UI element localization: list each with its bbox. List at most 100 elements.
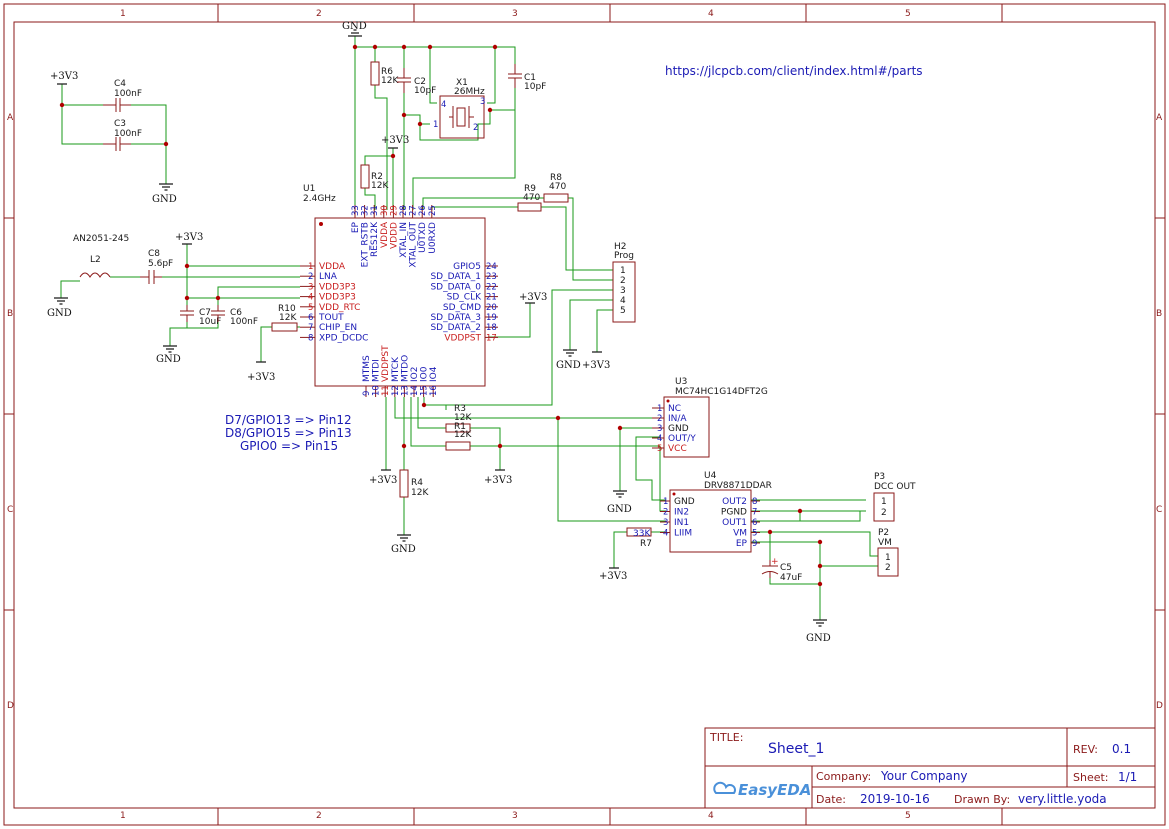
u1-pin-name: U0TXD [418, 222, 428, 253]
easyeda-logo-icon [713, 781, 736, 794]
p2-value: VM [878, 538, 892, 548]
u1-pin-name: SD_CMD [443, 303, 481, 313]
p2-pin-1: 1 [885, 553, 891, 563]
company-label: Company: [816, 770, 871, 783]
c4-ref: C4 [114, 79, 126, 89]
u4-pin-num: 9 [752, 539, 757, 549]
vcc-label: +3V3 [599, 571, 627, 582]
capacitor-c5: + C5 47uF [761, 557, 802, 583]
c6-value: 100nF [230, 317, 258, 327]
resistor-r8: R8 470 [543, 173, 569, 203]
r10-value: 12K [279, 313, 297, 323]
p3-value: DCC OUT [874, 482, 916, 492]
resistor-r4: R4 12K [399, 469, 429, 498]
p2-pin-2: 2 [885, 563, 891, 573]
u3-ref: U3 [675, 377, 687, 387]
border-row-left: D [7, 701, 14, 711]
u4-pin-num: 6 [752, 518, 757, 528]
r7-ref: R7 [640, 539, 652, 549]
border-col-top: 3 [512, 9, 518, 19]
u1-pin-name: VDD3P3 [319, 282, 356, 292]
u1-pin-num: 2 [308, 272, 313, 282]
resistor-r7: 33K R7 [626, 527, 652, 549]
r3-value: 12K [454, 413, 472, 423]
u1-pin-num: 20 [486, 303, 497, 313]
u4-pin-name: LIIM [674, 529, 692, 539]
u1-pin-num: 16 [429, 385, 439, 396]
border-col-bottom: 2 [316, 811, 322, 821]
p2-ref: P2 [878, 528, 889, 538]
u1-pin-name: LNA [319, 272, 338, 282]
u4-ref: U4 [704, 471, 717, 481]
u1-pin-name: SD_CLK [447, 293, 482, 303]
u1-pin-num: 27 [409, 205, 419, 216]
u1-pin-num: 22 [486, 282, 497, 292]
c8-ref: C8 [148, 249, 160, 259]
resistor-r6: R6 12K [370, 61, 399, 86]
u1-pin-num: 21 [486, 293, 497, 303]
c8-value: 5.6pF [148, 259, 173, 269]
u1-pin-num: 5 [308, 303, 313, 313]
c2-value: 10pF [414, 86, 436, 96]
u1-pin-num: 25 [428, 205, 438, 216]
u1-pin-num: 29 [389, 205, 399, 216]
u1-pin-name: SD_DATA_2 [430, 323, 481, 333]
r7-value: 33K [633, 529, 651, 539]
parts-url-note[interactable]: https://jlcpcb.com/client/index.html#/pa… [665, 64, 923, 78]
h2-pin-num: 3 [620, 286, 626, 296]
u3-pin-num: 5 [657, 444, 662, 454]
capacitor-c3: C3 100nF [103, 119, 142, 151]
x1-ref: X1 [456, 78, 468, 88]
c1-ref: C1 [524, 73, 536, 83]
capacitor-c8: C8 5.6pF [140, 249, 173, 284]
u1-pin-name: VDDD [389, 222, 399, 249]
border-row-left: A [7, 113, 14, 123]
gnd-label: GND [391, 544, 416, 555]
u1-pin-num: 6 [308, 313, 313, 323]
u1-pin-name: VDD3P3 [319, 293, 356, 303]
c3-ref: C3 [114, 119, 126, 129]
c3-value: 100nF [114, 129, 142, 139]
c4-value: 100nF [114, 89, 142, 99]
r6-ref: R6 [381, 67, 393, 77]
r6-value: 12K [381, 76, 399, 86]
u1-pin-name: VDDPST [381, 345, 391, 382]
c7-ref: C7 [199, 308, 211, 318]
u1-pin-num: 31 [370, 205, 380, 216]
title-block: TITLE: Sheet_1 REV: 0.1 Company: Your Co… [704, 727, 1156, 809]
u1-pin-num: 8 [308, 333, 313, 343]
resistor-r1: R1 12K [445, 422, 472, 451]
gnd-label: GND [806, 633, 831, 644]
border-col-bottom: 3 [512, 811, 518, 821]
r9-value: 470 [523, 193, 540, 203]
u1-pin-name: GPIO5 [453, 262, 481, 272]
vcc-label: +3V3 [484, 475, 512, 486]
border-col-top: 1 [120, 9, 126, 19]
r8-value: 470 [549, 182, 566, 192]
u1-pin-num: 24 [486, 262, 497, 272]
border-col-bottom: 1 [120, 811, 126, 821]
u1-pin-name: MTCK [391, 356, 401, 382]
r8-ref: R8 [550, 173, 562, 183]
u1-pin-name: CHIP_EN [319, 323, 357, 333]
u1-pin-name: VDDPST [444, 333, 481, 343]
u3-pin-num: 4 [657, 434, 662, 444]
border-row-right: B [1156, 309, 1162, 319]
border-col-bottom: 5 [905, 811, 911, 821]
u1-pin-num: 3 [308, 282, 313, 292]
u3-pin-num: 1 [657, 404, 662, 414]
u4-value: DRV8871DDAR [704, 481, 772, 491]
gnd-label: GND [156, 354, 181, 365]
u1-pin-num: 1 [308, 262, 313, 272]
company-value: Your Company [880, 769, 968, 783]
u1-pin-name: U0RXD [428, 222, 438, 254]
c1-value: 10pF [524, 82, 546, 92]
u4-pin-num: 7 [752, 508, 757, 518]
r9-ref: R9 [524, 184, 536, 194]
vcc-label: +3V3 [582, 360, 610, 371]
u4-pin-name: IN2 [674, 508, 689, 518]
